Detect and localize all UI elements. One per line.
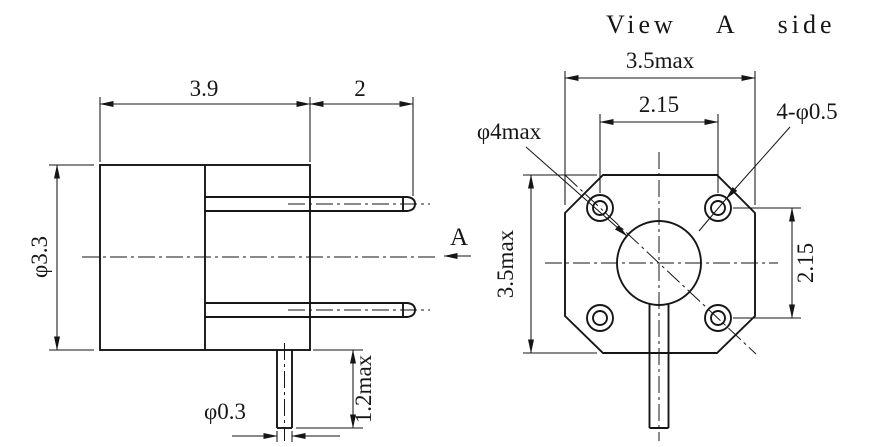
dim-hole-spacing-h-label: 2.15: [639, 92, 679, 117]
left-view-dimensions: [49, 97, 471, 442]
mounting-pin: [710, 310, 726, 326]
right-view-dimensions: [523, 71, 801, 354]
section-view-label: A: [450, 224, 468, 251]
dim-tail-pin-diameter-label: φ0.3: [204, 399, 246, 424]
mounting-pin: [710, 200, 726, 216]
view-title: View A side: [606, 10, 836, 39]
left-view: 3.9 2 φ3.3 1.2max φ0.3 A: [27, 76, 471, 442]
mounting-pin: [592, 200, 608, 216]
label-corner-holes: 4-φ0.5: [776, 99, 837, 124]
leader-line: [525, 146, 628, 237]
leader-line: [725, 126, 791, 200]
label-center-hole-diameter: φ4max: [477, 119, 542, 144]
dim-body-length-label: 3.9: [190, 76, 219, 101]
mounting-hole: [704, 194, 732, 222]
tail-pin: [276, 350, 293, 429]
right-view-centerlines: [545, 152, 778, 441]
mounting-hole: [586, 194, 614, 222]
dim-pin-length-label: 2: [354, 76, 366, 101]
flange-outline: [564, 174, 756, 429]
leader-line-extension: [698, 198, 727, 232]
mounting-pin: [592, 310, 608, 326]
diagonal-centerline: [564, 174, 757, 355]
mounting-hole: [586, 304, 614, 332]
dim-hole-spacing-v-label: 2.15: [793, 243, 818, 283]
dim-flange-height-label: 3.5max: [493, 229, 518, 298]
dim-tail-pin-length-label: 1.2max: [351, 354, 376, 423]
left-view-centerlines: [82, 203, 437, 441]
right-view: 3.5max 2.15 3.5max 2.15 φ4max 4-φ0.5 Vie…: [477, 10, 838, 441]
mounting-hole: [704, 304, 732, 332]
dim-flange-width-label: 3.5max: [626, 48, 695, 73]
dim-body-diameter-label: φ3.3: [27, 236, 52, 278]
